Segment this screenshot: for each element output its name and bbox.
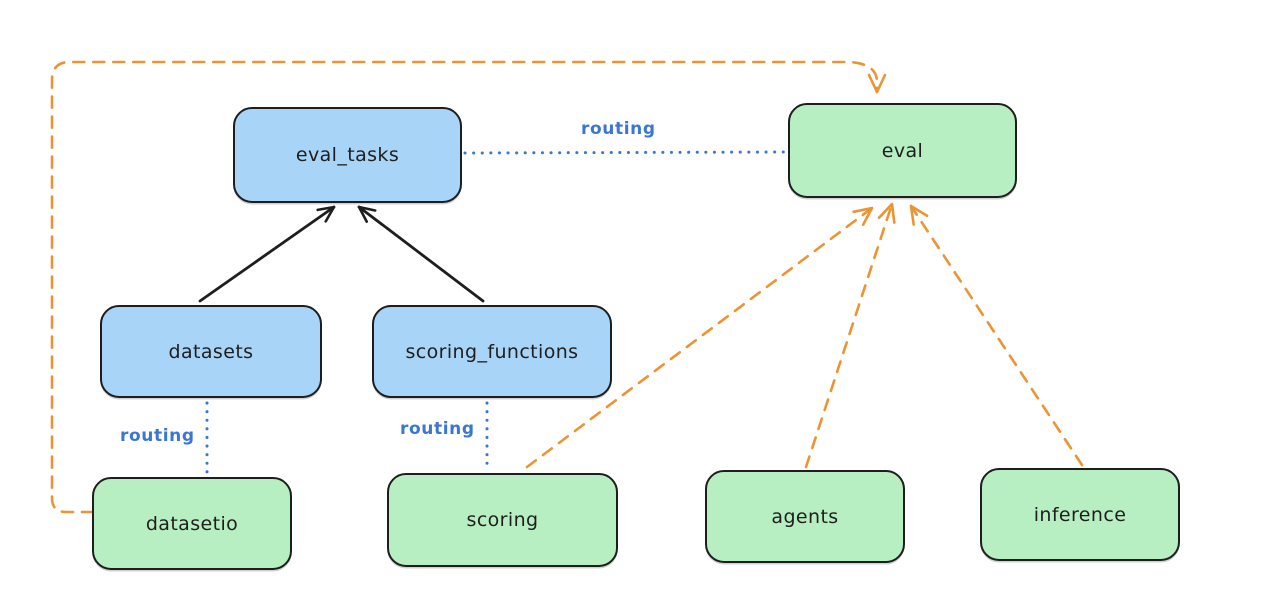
- routing-label-scoring-functions-scoring: routing: [400, 419, 475, 439]
- node-datasets: datasets: [100, 305, 322, 398]
- node-inference: inference: [980, 468, 1180, 561]
- edge-scoring-functions-to-eval-tasks: [357, 205, 485, 303]
- edge-datasets-to-eval-tasks: [198, 205, 336, 303]
- node-scoring-label: scoring: [466, 509, 539, 531]
- node-agents-label: agents: [771, 505, 839, 528]
- edge-scoring-to-eval: [525, 206, 874, 469]
- edge-inference-to-eval: [909, 204, 1084, 467]
- node-datasetio: datasetio: [92, 477, 292, 570]
- node-inference-label: inference: [1033, 503, 1127, 526]
- edge-agents-to-eval: [804, 202, 896, 469]
- node-datasetio-label: datasetio: [145, 512, 239, 535]
- node-eval-tasks-label: eval_tasks: [295, 144, 400, 166]
- node-agents: agents: [705, 470, 905, 563]
- edge-routing-eval-tasks-to-eval: [463, 150, 788, 155]
- node-eval-label: eval: [881, 139, 924, 162]
- edge-datasetio-to-eval-wraparound: [50, 60, 887, 514]
- node-scoring-functions-label: scoring_functions: [405, 340, 579, 363]
- node-datasets-label: datasets: [168, 340, 254, 363]
- node-scoring: scoring: [387, 473, 618, 567]
- node-eval-tasks: eval_tasks: [233, 107, 462, 203]
- node-scoring-functions: scoring_functions: [372, 305, 612, 398]
- node-eval: eval: [788, 103, 1017, 198]
- routing-label-eval-tasks-eval: routing: [581, 119, 656, 139]
- routing-label-datasets-datasetio: routing: [120, 426, 195, 446]
